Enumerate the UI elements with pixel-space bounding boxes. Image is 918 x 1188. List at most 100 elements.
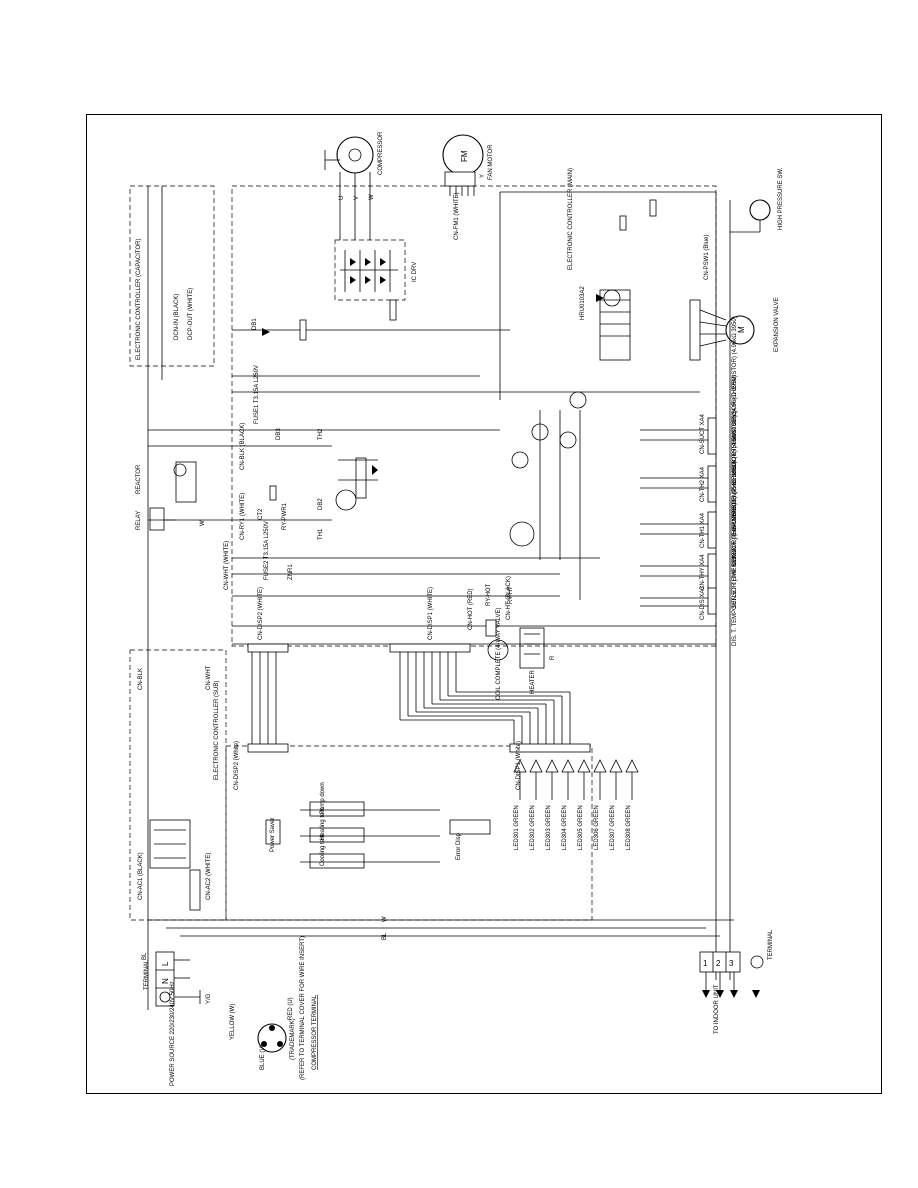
dcn-in-label: DCN-IN (BLACK) — [174, 294, 180, 340]
terminal-n: N — [161, 978, 170, 984]
terminal-bottom-label: TERMINAL — [768, 929, 774, 960]
misc-znr1: ZNR1 — [288, 564, 294, 580]
compressor-terminal-label: COMPRESSOR TERMINAL — [312, 994, 318, 1070]
wire-bl-2: BL — [382, 932, 388, 940]
fuse2-label: FUSE2 T3.15A L250V — [264, 521, 270, 580]
inverter-module — [334, 239, 406, 301]
ec-sub-left-boundary — [129, 649, 227, 921]
heater-coil — [485, 619, 545, 669]
refer-note-label: (REFER TO TERMINAL COVER FOR WIRE INSERT… — [300, 936, 306, 1080]
phase-w: W — [369, 194, 375, 200]
misc-ry-ht: RY-HT — [508, 586, 514, 604]
power-terminal — [155, 951, 201, 1007]
high-pressure-label: HIGH PRESSURE SW. — [778, 167, 784, 230]
switch-heating-test: Heating test — [320, 808, 326, 840]
switch-pump-down: Pump down — [320, 782, 326, 814]
relay-label: RELAY — [136, 511, 142, 530]
led-308: LED308 GREEN — [626, 805, 632, 850]
heater-label: HEATER — [530, 669, 536, 694]
led-301: LED301 GREEN — [514, 805, 520, 850]
misc-ic-drv: IC DRV — [412, 262, 418, 282]
ec-sub-label: ELECTRONIC CONTROLLER (SUB) — [214, 681, 220, 780]
cn-ac1-label: CN-AC1 (BLACK) — [138, 852, 144, 900]
expansion-valve-motor — [689, 299, 755, 361]
led-305: LED305 GREEN — [578, 805, 584, 850]
dcp-out-label: DCP-OUT (WHITE) — [188, 288, 194, 340]
cn-psw1-label: CN-PSW1 (Blue) — [704, 235, 710, 280]
sensor-dis-label: DIS. T. TEMP SENSOR (THERMISTOR) (50kΩ 3… — [732, 503, 738, 646]
sensor-cond-label: COND. T. TEMP SENSOR (THERMISTOR) (4.96k… — [732, 410, 738, 566]
sensor-conn-dis: CN-DIS XA3 — [700, 586, 706, 620]
phase-u: U — [339, 196, 345, 200]
cn-blk-sub-label: CN-BLK — [138, 668, 144, 690]
red-u-label: RED (U) — [288, 997, 294, 1020]
power-source-label: POWER SOURCE 220/230/240V 50Hz — [170, 981, 176, 1086]
trademark-label: (TRADEMARK) — [290, 1018, 296, 1060]
cn-wht-label: CN-WHT (WHITE) — [224, 541, 230, 590]
terminal-1: 1 — [703, 959, 708, 968]
wire-bl-1: BL — [142, 952, 148, 960]
fan-motor-label: FAN MOTOR — [488, 144, 494, 180]
misc-db2: DB2 — [318, 498, 324, 510]
led-304: LED304 GREEN — [562, 805, 568, 850]
ec-capacitor-label: ELECTRONIC CONTROLLER (CAPACITOR) — [136, 239, 142, 360]
misc-ct2: CT2 — [258, 508, 264, 520]
cn-hot-label: CN-HOT (RED) — [468, 588, 474, 630]
sensor-pipe-label: PIPE TEMP. SENSOR (THERMISTOR) (4.96kΩ 3… — [732, 375, 738, 520]
sensor-conn-thy: CN-THY XA4 — [700, 554, 706, 590]
led-302: LED302 GREEN — [530, 805, 536, 850]
compressor-label: COMPRESSOR — [378, 131, 384, 175]
reactor-relay — [149, 461, 197, 531]
misc-ry-pwr1: RY-PWR1 — [282, 502, 288, 530]
cn-ry1-label: CN-RY1 (WHITE) — [240, 493, 246, 540]
misc-th1: TH1 — [318, 528, 324, 540]
cn-disp2-sub-label: CN-DISP2 (White) — [234, 741, 240, 790]
cn-wht-sub-label: CN-WHT — [206, 665, 212, 690]
led-303: LED303 GREEN — [546, 805, 552, 850]
sensor-connectors — [640, 417, 717, 615]
led-307: LED307 GREEN — [610, 805, 616, 850]
sensor-suct-label: SUCT. T. TEMP SENSOR (THERMISTOR) (4.96k… — [732, 316, 738, 470]
cn-fm1-label: CN-FM1 (WHITE) — [454, 192, 460, 240]
misc-hru: HRU0103A2 — [580, 286, 586, 320]
cn-disp1-sub-label: CN-DISP1 (White) — [516, 741, 522, 790]
diagram-frame — [86, 114, 882, 1094]
high-pressure-switch — [730, 199, 771, 233]
terminal-3: 3 — [729, 959, 734, 968]
compressor-symbol — [324, 136, 374, 190]
misc-db1: DB1 — [252, 318, 258, 330]
led-array — [513, 759, 639, 800]
cn-blk-label: CN-BLK (BLACK) — [240, 423, 246, 470]
expansion-valve-label: EXPANSION VALVE — [774, 297, 780, 352]
sensor-conn-suct: CN-SUCT XA4 — [700, 413, 706, 454]
misc-ry-hot: RY-HOT — [486, 583, 492, 606]
blue-v-label: BLUE (V) — [260, 1045, 266, 1070]
fm-label: FM — [460, 150, 469, 162]
terminal-2: 2 — [716, 959, 721, 968]
component-cluster-main — [262, 199, 657, 600]
motor-m-label: M — [737, 326, 746, 333]
cn-disp1-label: CN-DISP1 (WHITE) — [428, 587, 434, 640]
misc-th2: TH2 — [318, 428, 324, 440]
misc-power-saver: Power Saver — [270, 818, 276, 852]
ec-main-boundary — [231, 185, 717, 647]
fuse1-label: FUSE1 T3.15A L250V — [254, 365, 260, 424]
wire-w-1: W — [382, 916, 388, 922]
ec-main-label: ELECTRONIC CONTROLLER (MAIN) — [568, 168, 574, 270]
compressor-terminal-icon — [257, 1023, 287, 1053]
yg-label: Y/G — [206, 993, 212, 1004]
indoor-unit-label: TO INDOOR UNIT — [714, 984, 720, 1034]
wire-r: R — [550, 655, 556, 660]
cn-disp2-label: CN-DISP2 (WHITE) — [258, 587, 264, 640]
led-306: LED306 GREEN — [594, 805, 600, 850]
switch-cooling-test: Cooling test — [320, 834, 326, 866]
terminal-top-label: TERMINAL — [144, 959, 150, 990]
indoor-terminal — [148, 919, 764, 998]
yellow-w-label: YELLOW (W) — [230, 1004, 236, 1040]
sensor-outlet-label: OUTLET TEMP SENSOR (THERMISTOR) (15kΩ 39… — [732, 461, 738, 610]
phase-v: V — [354, 196, 360, 200]
sensor-conn-th2: CN-TH2 XA4 — [700, 466, 706, 502]
sensor-conn-th1: CN-TH1 XA4 — [700, 512, 706, 548]
reactor-label: REACTOR — [136, 464, 142, 494]
